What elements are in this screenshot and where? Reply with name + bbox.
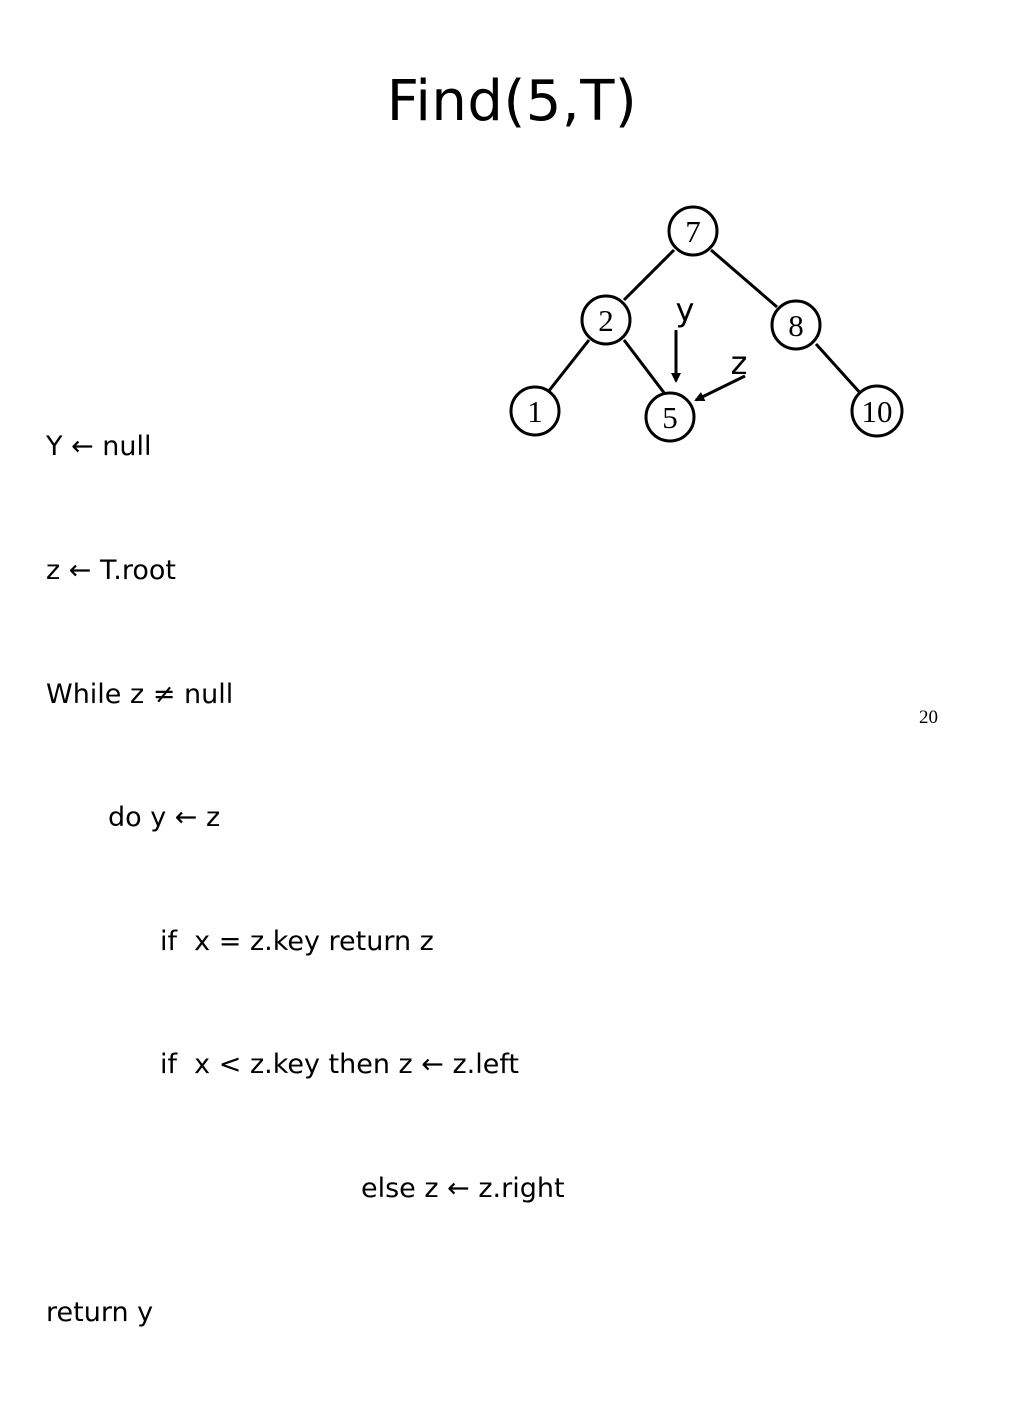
tree-node-7: 7 [667,205,719,257]
code-line-2: z ← T.root [46,555,176,586]
tree-node-8: 8 [770,299,822,351]
code-line-3: While z ≠ null [46,678,234,710]
binary-search-tree-diagram: 7 2 8 1 5 10 y z [509,205,904,443]
code-line-8: return y [46,1296,154,1328]
tree-edge-8-10 [814,342,864,397]
tree-node-label: 7 [685,214,701,249]
code-line-7: else z ← z.right [361,1172,565,1204]
pointer-label-y: y [676,291,695,329]
tree-edge-2-1 [546,339,591,393]
tree-node-label: 1 [527,394,543,429]
code-line-4: do y ← z [108,802,221,834]
page-number: 20 [919,707,938,728]
pointer-label-z: z [731,344,748,382]
code-line-6: if x < z.key then z ← z.left [160,1049,519,1081]
tree-node-label: 5 [662,400,678,435]
slide: Find(5,T) Y ← null z ← T.root While z ≠ … [46,69,938,1328]
code-line-1: Y ← null [46,431,152,463]
tree-node-label: 10 [862,394,893,429]
tree-edge-7-2 [622,248,676,302]
tree-edge-2-5 [622,339,670,399]
tree-node-label: 8 [788,308,804,343]
pointer-arrow-z [694,374,746,402]
tree-node-1: 1 [509,385,561,437]
tree-node-label: 2 [598,303,614,338]
slide-title: Find(5,T) [386,69,638,134]
code-line-5: if x = z.key return z [160,925,434,957]
tree-node-2: 2 [580,294,632,346]
tree-node-10: 10 [850,384,904,438]
tree-node-5: 5 [644,391,696,443]
tree-edge-7-8 [710,248,778,309]
